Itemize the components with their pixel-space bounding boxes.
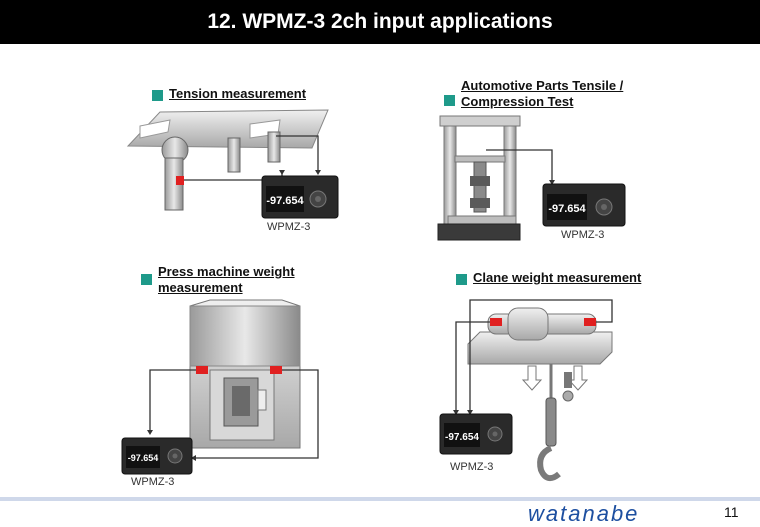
slide-title: 12. WPMZ-3 2ch input applications: [0, 0, 760, 44]
down-arrow-icon: [521, 365, 543, 391]
caption-wpmz3-tension: WPMZ-3: [267, 221, 311, 233]
load-cell-sensor: [490, 318, 502, 326]
wpmz3-display-3: -97.654: [121, 437, 193, 475]
section-heading-crane: Clane weight measurement: [456, 270, 641, 286]
press-machine-illustration: [147, 299, 319, 461]
tensile-tester-illustration: [437, 115, 555, 241]
display-reading: -97.654: [128, 453, 159, 463]
wpmz3-display-4: -97.654: [439, 413, 513, 455]
square-bullet-icon: [456, 274, 467, 285]
section-heading-press: Press machine weight measurement: [141, 264, 295, 296]
tension-roller-illustration: [126, 109, 329, 211]
down-arrow-icon: [567, 365, 589, 391]
caption-wpmz3-crane: WPMZ-3: [450, 461, 494, 473]
square-bullet-icon: [141, 274, 152, 285]
square-bullet-icon: [444, 95, 455, 106]
load-cell-sensor: [270, 366, 282, 374]
caption-wpmz3-automotive: WPMZ-3: [561, 229, 605, 241]
caption-wpmz3-press: WPMZ-3: [131, 476, 175, 488]
load-cell-sensor: [196, 366, 208, 374]
square-bullet-icon: [152, 90, 163, 101]
wpmz3-display-1: -97.654: [261, 175, 339, 219]
load-cell-sensor: [176, 176, 184, 185]
display-reading: -97.654: [445, 432, 479, 443]
wpmz3-display-2: -97.654: [542, 183, 626, 227]
load-cell-sensor: [584, 318, 596, 326]
display-reading: -97.654: [548, 203, 586, 215]
section-heading-automotive: Automotive Parts Tensile / Compression T…: [444, 78, 623, 110]
arrow-icon: [139, 119, 171, 139]
crane-hoist-illustration: [453, 299, 613, 482]
footer-divider: [0, 497, 760, 501]
watanabe-logo: watanabe: [528, 501, 640, 526]
page-number: 11: [724, 504, 739, 520]
section-heading-tension: Tension measurement: [152, 86, 306, 102]
display-reading: -97.654: [266, 195, 304, 207]
